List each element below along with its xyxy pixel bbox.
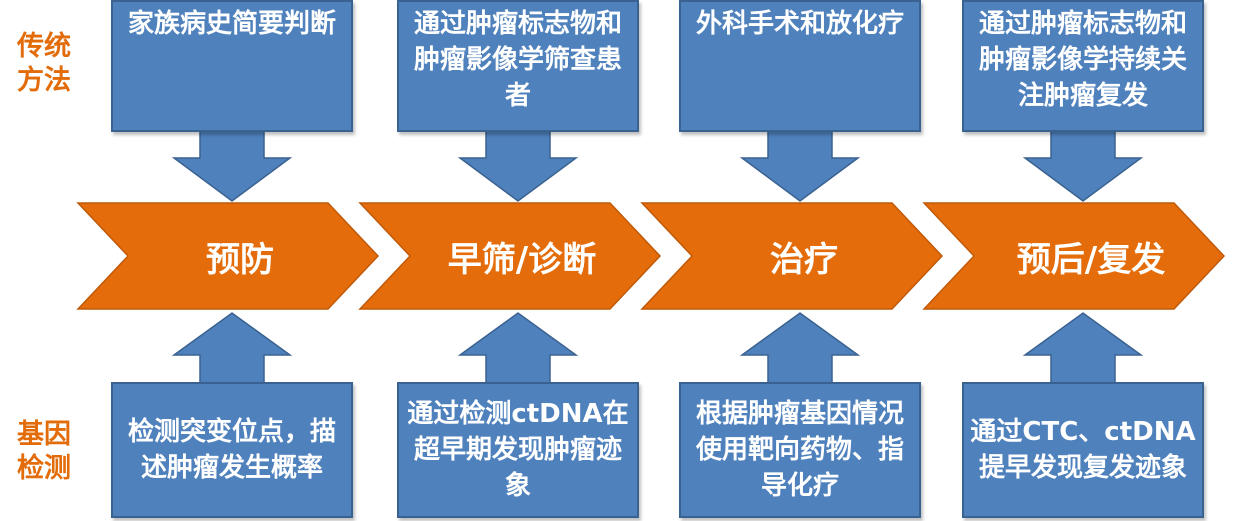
genetic-label-line1: 基因 bbox=[17, 419, 71, 450]
genetic-label-line2: 检测 bbox=[17, 453, 71, 484]
traditional-label-line2: 方法 bbox=[17, 65, 71, 96]
chevron-screening bbox=[358, 202, 662, 310]
genetic-row-label: 基因 检测 bbox=[8, 418, 80, 486]
stage-label-prognosis: 预后/复发 bbox=[1016, 239, 1166, 280]
up-arrow-treatment bbox=[739, 312, 861, 385]
chevron-prevention bbox=[76, 202, 380, 310]
stage-label-prevention: 预防 bbox=[206, 239, 274, 280]
stage-label-treatment: 治疗 bbox=[770, 239, 838, 280]
chevron-treatment bbox=[640, 202, 944, 310]
traditional-box-prevention: 家族病史简要判断 bbox=[111, 0, 353, 132]
stage-label-screening: 早筛/诊断 bbox=[447, 239, 597, 280]
down-arrow-treatment bbox=[739, 129, 861, 202]
traditional-label-line1: 传统 bbox=[17, 31, 71, 62]
genetic-box-prognosis: 通过CTC、ctDNA提早发现复发迹象 bbox=[962, 382, 1204, 518]
up-arrow-screening bbox=[457, 312, 579, 385]
up-arrow-prognosis bbox=[1022, 312, 1144, 385]
traditional-row-label: 传统 方法 bbox=[8, 30, 80, 98]
genetic-box-screening: 通过检测ctDNA在超早期发现肿瘤迹象 bbox=[397, 382, 639, 518]
down-arrow-prevention bbox=[171, 129, 293, 202]
traditional-box-screening: 通过肿瘤标志物和肿瘤影像学筛查患者 bbox=[397, 0, 639, 132]
genetic-box-treatment: 根据肿瘤基因情况使用靶向药物、指导化疗 bbox=[679, 382, 921, 518]
traditional-box-treatment: 外科手术和放化疗 bbox=[679, 0, 921, 132]
chevron-prognosis bbox=[922, 202, 1226, 310]
genetic-box-prevention: 检测突变位点，描述肿瘤发生概率 bbox=[111, 382, 353, 518]
down-arrow-screening bbox=[457, 129, 579, 202]
down-arrow-prognosis bbox=[1022, 129, 1144, 202]
traditional-box-prognosis: 通过肿瘤标志物和肿瘤影像学持续关注肿瘤复发 bbox=[962, 0, 1204, 132]
up-arrow-prevention bbox=[171, 312, 293, 385]
